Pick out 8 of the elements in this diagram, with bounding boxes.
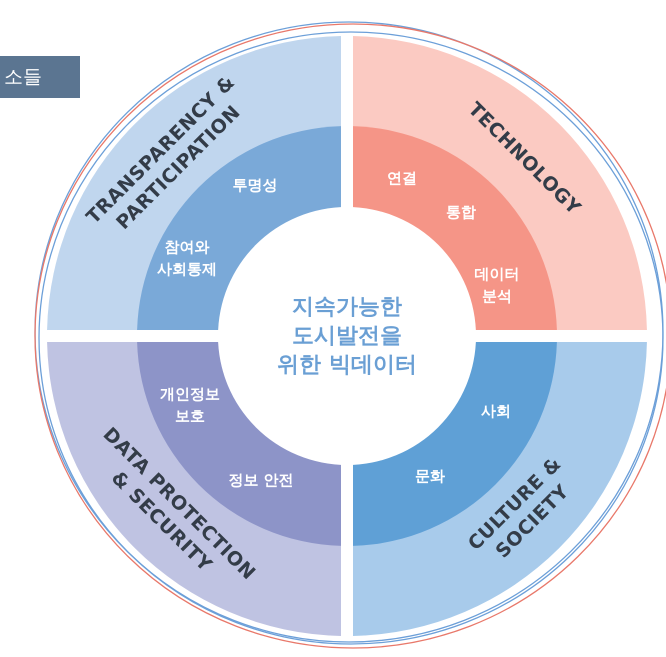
segment-label: 개인정보 보호 [159, 384, 221, 427]
center-title: 지속가능한 도시발전을 위한 빅데이터 [277, 294, 417, 380]
segment-label: 연결 [386, 168, 418, 189]
segment-label: 사회 [480, 401, 512, 422]
segment-label: 참여와 사회통제 [156, 237, 218, 280]
banner-box: 소들 [0, 56, 80, 98]
segment-label: 데이터 분석 [474, 264, 520, 307]
segment-label: 문화 [414, 466, 446, 487]
